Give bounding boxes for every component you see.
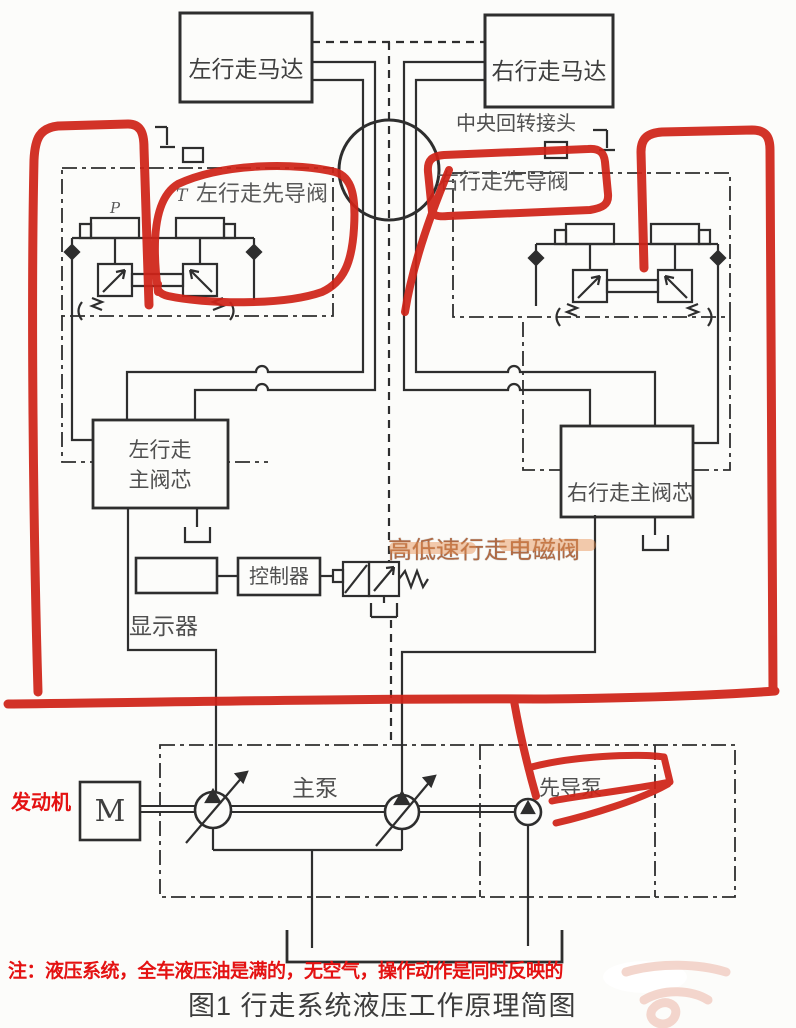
check-valve-diamond — [245, 243, 263, 261]
port-box-left — [181, 146, 205, 164]
pump-1-arrowhead — [233, 770, 249, 785]
tank-symbol-left-main — [183, 508, 212, 544]
pipe-left-b — [193, 60, 377, 420]
pipe-left-a — [125, 78, 365, 420]
valve-port-rect — [564, 222, 616, 246]
engine-label: 发动机 — [11, 792, 71, 814]
check-valve-diamond — [63, 243, 81, 261]
oil-tank — [285, 930, 564, 964]
check-valve-diamond — [527, 249, 545, 267]
port-t-label: T — [176, 186, 188, 206]
left-travel-motor-box — [178, 11, 314, 104]
left-main-spool-line1: 左行走 — [128, 439, 192, 462]
valve-nub — [78, 222, 93, 240]
rocker-bar — [605, 278, 660, 294]
port-box-right — [543, 140, 569, 160]
pump-2-arrowhead — [421, 774, 437, 789]
port-p-label: P — [110, 199, 121, 217]
right-motor-label: 右行走马达 — [491, 58, 607, 84]
left-main-spool-line2: 主阀芯 — [128, 469, 192, 493]
valve-port-rect — [649, 222, 701, 246]
valve-springs — [89, 296, 226, 312]
pump-1-flow-triangle — [204, 787, 222, 804]
speed-solenoid-valve-label: 高低速行走电磁阀 — [388, 537, 580, 564]
valve-brackets — [77, 301, 235, 321]
valve-arrow — [188, 268, 213, 293]
valve-springs — [564, 302, 701, 318]
solenoid-spring — [398, 567, 429, 591]
valve-nub — [222, 222, 237, 240]
port-symbol-right — [593, 128, 615, 152]
pump-suction-manifold — [211, 828, 404, 948]
central-joint-label: 中央回转接头 — [456, 113, 576, 135]
engine-motor-symbol: M — [94, 794, 126, 829]
display-label: 显示器 — [129, 613, 198, 639]
pipe-right-b — [402, 60, 592, 426]
tank-symbol-solenoid — [369, 596, 399, 619]
left-main-spool-label: 左行走 主阀芯 — [110, 436, 210, 497]
pilot-pump-label: 先导泵 — [539, 777, 602, 800]
pilot-supply-left — [70, 259, 93, 442]
right-pilot-valve-symbol — [527, 222, 727, 327]
dashdot-boundaries — [61, 167, 736, 898]
note-text: 注：液压系统，全车液压油是满的，无空气，操作动作是同时反映的 — [8, 961, 564, 982]
valve-nub — [697, 228, 712, 246]
return-line-right — [400, 515, 597, 796]
pump-2-flow-triangle — [393, 789, 411, 806]
pipe-right-a — [414, 78, 657, 426]
left-pilot-valve-label: 左行走先导阀 — [196, 181, 329, 206]
right-pilot-valve-label: 右行走先导阀 — [437, 169, 570, 194]
display-box — [134, 556, 219, 595]
valve-arrow — [102, 268, 127, 293]
right-main-boundary — [522, 317, 731, 471]
controller-label: 控制器 — [249, 566, 309, 588]
valve-arrow — [663, 274, 688, 299]
return-line-left — [126, 508, 218, 793]
solenoid-coil-diagonal — [344, 564, 368, 594]
tank-symbol-right-main — [641, 517, 670, 552]
main-pump-label: 主泵 — [292, 775, 338, 801]
solenoid-pin — [331, 568, 345, 584]
check-valve-diamond — [709, 249, 727, 267]
valve-body-lines — [534, 242, 720, 270]
pilot-supply-right — [693, 265, 720, 445]
left-pilot-valve-symbol — [63, 216, 263, 321]
pump-unit-boundary — [159, 744, 736, 898]
pilot-pump-flow-triangle — [520, 799, 536, 815]
valve-body-lines — [70, 236, 256, 264]
valve-port-rect — [89, 216, 141, 240]
right-travel-motor-box — [483, 13, 615, 109]
pump-2-variable-arrow — [375, 778, 433, 847]
valve-port-rect — [174, 216, 226, 240]
figure-caption: 图1 行走系统液压工作原理简图 — [188, 991, 577, 1021]
solenoid-valve-arrow — [373, 565, 396, 592]
right-main-spool-label: 右行走主阀芯 — [567, 482, 693, 505]
rocker-bar — [130, 272, 185, 288]
left-motor-label: 左行走马达 — [188, 56, 304, 82]
port-symbol-left — [155, 125, 175, 149]
valve-arrow — [577, 274, 602, 299]
valve-nub — [553, 228, 568, 246]
pump-1-variable-arrow — [185, 774, 245, 844]
